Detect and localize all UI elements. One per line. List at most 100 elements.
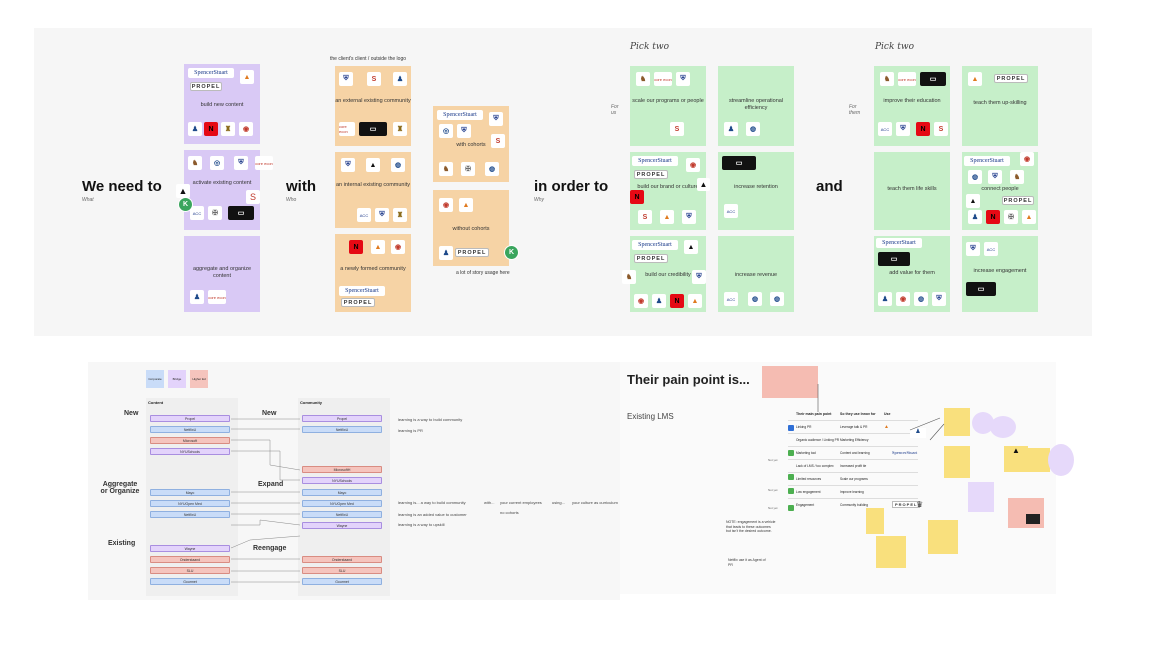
yellow-sticky[interactable] — [1028, 448, 1050, 472]
row-use: Community building — [840, 503, 868, 507]
checkbox[interactable] — [788, 505, 794, 511]
community-pill[interactable]: Mayo — [302, 489, 382, 496]
yellow-sticky[interactable] — [944, 408, 970, 436]
pink-sticky[interactable] — [762, 366, 818, 398]
table-row[interactable]: Limited resources Scale our programs — [788, 472, 918, 486]
community-pill[interactable]: NYUOpen Med — [302, 500, 382, 507]
note-aggregate-organize-content[interactable]: aggregate and organize content ♟ core ec… — [184, 236, 260, 312]
checkbox[interactable] — [788, 488, 794, 494]
with-label: with — [286, 178, 316, 195]
content-pill[interactable]: Mayo — [150, 489, 230, 496]
propel-logo: PROPEL — [634, 254, 668, 263]
yellow-sticky[interactable] — [866, 508, 884, 534]
checkbox[interactable] — [788, 450, 794, 456]
spencerstuart-logo: SpencerStuart — [632, 240, 678, 250]
lavender-sticky[interactable] — [968, 482, 994, 512]
avatar[interactable]: K — [178, 197, 193, 212]
note-text: teach them life skills — [887, 186, 937, 192]
yellow-sticky[interactable] — [1004, 446, 1028, 472]
note-streamline-efficiency[interactable]: streamline operational efficiency ♟ ◍ — [718, 66, 794, 146]
yellow-sticky[interactable] — [876, 536, 906, 568]
note-without-cohorts[interactable]: ◉ ▲ without cohorts ♟ PROPEL — [433, 190, 509, 266]
table-row[interactable]: Linking PR Leverage talk & PR ▲ — [788, 420, 918, 434]
table-row[interactable]: Engagement Community building PROPEL — [788, 498, 921, 512]
circle-logo: ◍ — [748, 292, 762, 306]
circle-logo: ◎ — [439, 124, 453, 138]
note-add-value[interactable]: SpencerStuart ▭ add value for them ♟ ◉ ◍… — [874, 236, 950, 312]
target-logo: ◉ — [1020, 152, 1034, 166]
note-build-new-content[interactable]: SpencerStuart ▲ PROPEL build new content… — [184, 64, 260, 144]
crest-logo: ♞ — [1010, 170, 1024, 184]
netflix-logo: N — [670, 294, 684, 308]
table-row[interactable]: Marketing tool Content and learning Spen… — [788, 446, 918, 460]
note-build-credibility[interactable]: SpencerStuart ▲ PROPEL build our credibi… — [630, 236, 706, 312]
community-pill[interactable]: MicrosoftH — [302, 466, 382, 473]
content-pill[interactable]: NYUSchools — [150, 448, 230, 455]
community-pill[interactable]: Gourmet — [302, 578, 382, 585]
table-row[interactable]: Organic audience / Linking PR Marketing … — [788, 433, 918, 447]
checkbox[interactable] — [788, 425, 794, 431]
note-scale-programs[interactable]: ♞ core econ ⛨ scale our programs or peop… — [630, 66, 706, 146]
crest-logo: ♞ — [188, 156, 202, 170]
lavender-bubble[interactable] — [990, 416, 1016, 438]
why-sublabel: Why — [534, 197, 544, 203]
avatar[interactable]: K — [504, 245, 519, 260]
dark-logo: ▭ — [228, 206, 254, 220]
community-pill[interactable]: NetflixU — [302, 511, 382, 518]
community-pill[interactable]: NYUSchools — [302, 477, 382, 484]
content-pill[interactable]: NetflixU — [150, 426, 230, 433]
community-pill[interactable]: Propel — [302, 415, 382, 422]
note-external-existing-community[interactable]: ⛨ S ♟ an external existing community cor… — [335, 66, 411, 146]
table-row[interactable]: Lack of LMS / too complex Increased prof… — [788, 459, 918, 473]
lavender-bubble[interactable] — [972, 412, 994, 434]
target-logo: ◉ — [439, 198, 453, 212]
community-pill[interactable]: NetflixU — [302, 426, 382, 433]
note-text: improve their education — [883, 98, 941, 104]
propel-logo: PROPEL — [892, 501, 921, 508]
note-increase-retention[interactable]: ▭ increase retention ACC — [718, 152, 794, 230]
note-text: without cohorts — [452, 226, 490, 232]
note-improve-education[interactable]: ♞ core econ ▭ improve their education AC… — [874, 66, 950, 146]
s-logo: S — [367, 72, 381, 86]
community-pill[interactable]: Onderstaand — [302, 556, 382, 563]
shield-logo: ⛨ — [692, 270, 706, 284]
target-logo: ◉ — [634, 294, 648, 308]
note-build-brand[interactable]: SpencerStuart ◉ PROPEL build our brand o… — [630, 152, 706, 230]
spencerstuart-logo: SpencerStuart — [632, 156, 678, 166]
content-pill[interactable]: Onderstaand — [150, 556, 230, 563]
crest-logo: ♞ — [880, 72, 894, 86]
row-tag: Not yet — [768, 506, 778, 510]
in-order-to-label: in order to — [534, 178, 609, 195]
person-logo: ♟ — [190, 290, 204, 304]
row-pain: Engagement — [796, 503, 815, 507]
crest-logo: ♞ — [622, 270, 636, 284]
stage-new: New — [124, 410, 139, 417]
community-pill[interactable]: SLU — [302, 567, 382, 574]
note-increase-engagement[interactable]: ⛨ ACC increase engagement ▭ — [962, 236, 1038, 312]
content-pill[interactable]: NetflixU — [150, 511, 230, 518]
mountain-logo: ▲ — [966, 194, 980, 208]
s-logo: S — [246, 190, 260, 204]
yellow-sticky[interactable] — [928, 520, 958, 554]
note-with-cohorts[interactable]: SpencerStuart ⛨ ◎ ⛨ with cohorts S ♞ ✠ ◍ — [433, 106, 509, 182]
checkbox[interactable] — [788, 474, 794, 480]
content-pill[interactable]: NYUOpen Med — [150, 500, 230, 507]
person-logo: ♟ — [652, 294, 666, 308]
table-row[interactable]: Low engagement Improve learning — [788, 485, 918, 499]
content-pill[interactable]: Microsoft — [150, 437, 230, 444]
content-pill[interactable]: Propel — [150, 415, 230, 422]
content-pill[interactable]: SLU — [150, 567, 230, 574]
note-teach-upskilling[interactable]: ▲ PROPEL teach them up-skilling — [962, 66, 1038, 146]
note-internal-existing-community[interactable]: ⛨ ▲ ◍ an internal existing community ACC… — [335, 152, 411, 228]
lavender-bubble[interactable] — [1048, 444, 1074, 476]
person-logo: ♟ — [439, 246, 453, 260]
crest-logo: ♜ — [393, 208, 407, 222]
note-newly-formed-community[interactable]: N ▲ ◉ a newly formed community SpencerSt… — [335, 234, 411, 312]
content-pill[interactable]: Wayne — [150, 545, 230, 552]
note-teach-life-skills[interactable]: teach them life skills — [874, 152, 950, 230]
note-increase-revenue[interactable]: increase revenue ACC ◍ ◍ — [718, 236, 794, 312]
content-pill[interactable]: Gourmet — [150, 578, 230, 585]
community-pill[interactable]: Wayne — [302, 522, 382, 529]
yellow-sticky[interactable] — [944, 446, 970, 478]
note-connect-people[interactable]: SpencerStuart ◉ ◍ ⛨ ♞ connect people ▲ P… — [962, 152, 1038, 230]
